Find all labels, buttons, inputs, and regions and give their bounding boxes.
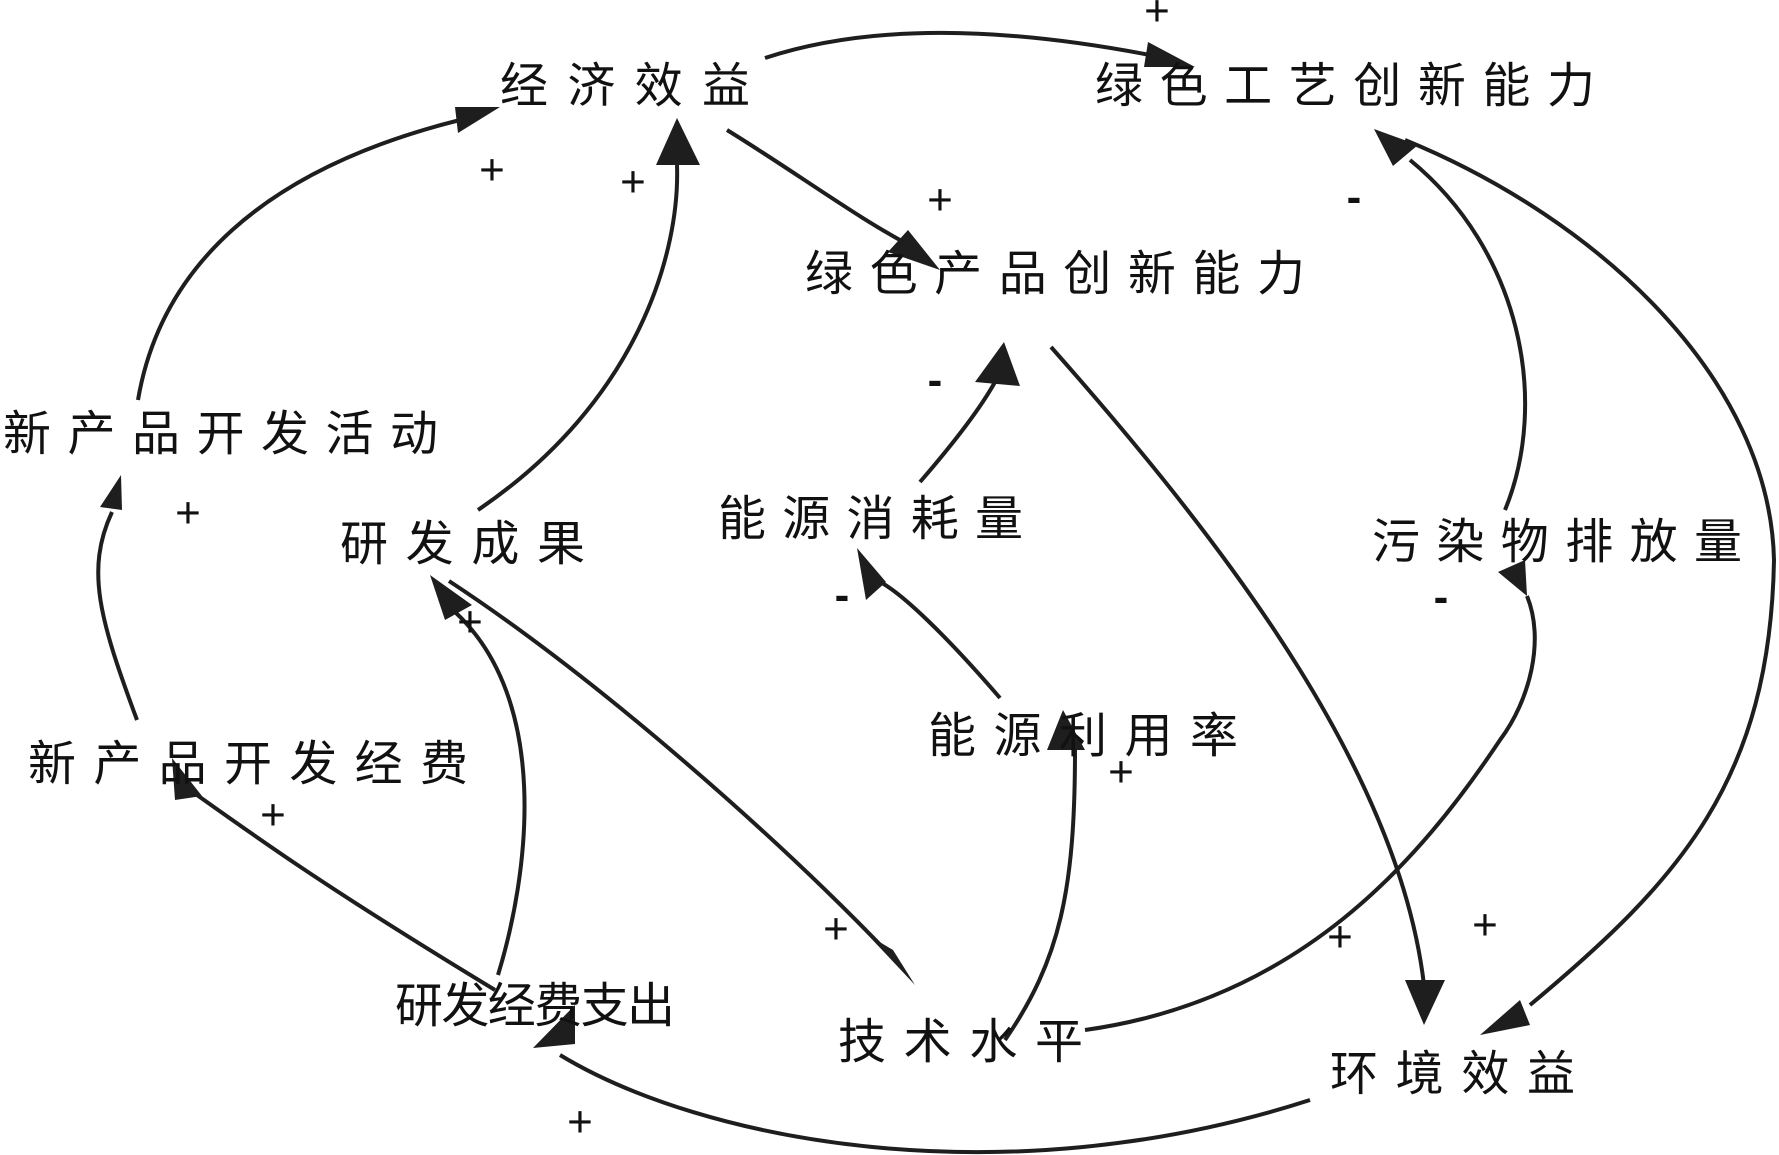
edge-line: [1003, 749, 1077, 1042]
polarity-positive: +: [1472, 901, 1498, 950]
edge-rd_expense-to-rd_result: +: [430, 575, 527, 976]
edge-line: [875, 578, 1002, 700]
edge-np_activity-to-econ: +: [136, 107, 505, 401]
edge-energy_eff-to-energy_use: -: [835, 548, 1002, 700]
polarity-positive: +: [620, 158, 646, 207]
arrowhead-icon: [455, 107, 500, 133]
arrowhead-icon: [888, 230, 940, 270]
arrowhead-icon: [1047, 710, 1085, 750]
polarity-positive: +: [479, 146, 505, 195]
edge-env_benefit-to-rd_expense: +: [533, 1005, 1311, 1155]
node-econ: 经济效益: [500, 58, 750, 114]
edge-pollution-to-green_proc: -: [1347, 129, 1528, 511]
arrowhead-icon: [868, 935, 915, 985]
arrowhead-icon: [430, 575, 472, 620]
arrowhead-icon: [172, 758, 202, 800]
node-np-activity: 新产品开发活动: [3, 406, 438, 462]
arrowhead-icon: [1498, 560, 1527, 596]
edge-tech_level-to-pollution: -: [1084, 560, 1537, 1032]
edge-line: [1408, 158, 1528, 511]
polarity-negative: -: [1347, 173, 1362, 222]
polarity-negative: -: [928, 356, 943, 405]
polarity-negative: -: [1434, 573, 1449, 622]
edge-line: [1084, 595, 1537, 1032]
polarity-positive: +: [1144, 0, 1170, 36]
edge-line: [558, 1053, 1311, 1155]
arrowhead-icon: [1374, 129, 1418, 166]
edge-line: [476, 164, 680, 512]
arrowhead-icon: [100, 475, 122, 510]
node-green-prod: 绿色产品创新能力: [805, 246, 1305, 302]
node-energy-use: 能源消耗量: [718, 491, 1023, 547]
node-energy-eff: 能源利用率: [928, 708, 1238, 764]
arrowhead-icon: [1480, 1000, 1530, 1035]
node-rd-expense: 研发经费支出: [395, 978, 675, 1034]
node-rd-result: 研发成果: [340, 516, 585, 572]
edge-rd_result-to-econ: +: [476, 118, 700, 512]
arrowhead-icon: [857, 548, 886, 600]
edge-green_prod-to-env_benefit: +: [1049, 345, 1445, 1025]
node-pollution: 污染物排放量: [1372, 514, 1742, 570]
edge-line: [453, 610, 527, 976]
polarity-positive: +: [927, 176, 953, 225]
arrowhead-icon: [656, 118, 700, 165]
node-green-proc: 绿色工艺创新能力: [1095, 58, 1595, 114]
polarity-positive: +: [175, 489, 201, 538]
edge-green_proc-to-env_benefit: +: [1404, 138, 1777, 1035]
polarity-negative: -: [835, 571, 850, 620]
edge-line: [1049, 345, 1426, 986]
edge-line: [725, 128, 916, 250]
polarity-positive: +: [1108, 748, 1134, 797]
node-np-fund: 新产品开发经费: [28, 736, 468, 792]
edge-line: [136, 118, 461, 401]
edge-line: [918, 381, 997, 484]
arrowhead-icon: [533, 1005, 575, 1048]
edge-line: [447, 579, 892, 957]
edges-layer: ++++--++++++-+-+: [96, 0, 1777, 1155]
edge-energy_use-to-green_prod: -: [918, 342, 1020, 484]
polarity-positive: +: [567, 1098, 593, 1147]
edge-econ-to-green_proc: +: [764, 0, 1195, 67]
node-env-benefit: 环境效益: [1330, 1046, 1575, 1102]
arrowhead-icon: [1144, 42, 1195, 67]
polarity-positive: +: [457, 598, 483, 647]
edge-rd_expense-to-np_fund: +: [172, 758, 497, 992]
edge-line: [1404, 138, 1777, 1007]
edge-line: [188, 788, 497, 992]
edge-line: [764, 30, 1151, 60]
edge-line: [96, 511, 139, 721]
edge-np_fund-to-np_activity: +: [96, 475, 201, 721]
arrowhead-icon: [1405, 980, 1445, 1025]
polarity-positive: +: [823, 905, 849, 954]
edge-rd_result-to-tech_level: +: [447, 579, 915, 985]
arrowhead-icon: [975, 342, 1020, 386]
polarity-positive: +: [260, 791, 286, 840]
node-tech-level: 技术水平: [838, 1014, 1083, 1070]
edge-econ-to-green_prod: +: [725, 128, 953, 270]
edge-tech_level-to-energy_eff: +: [1003, 710, 1134, 1042]
